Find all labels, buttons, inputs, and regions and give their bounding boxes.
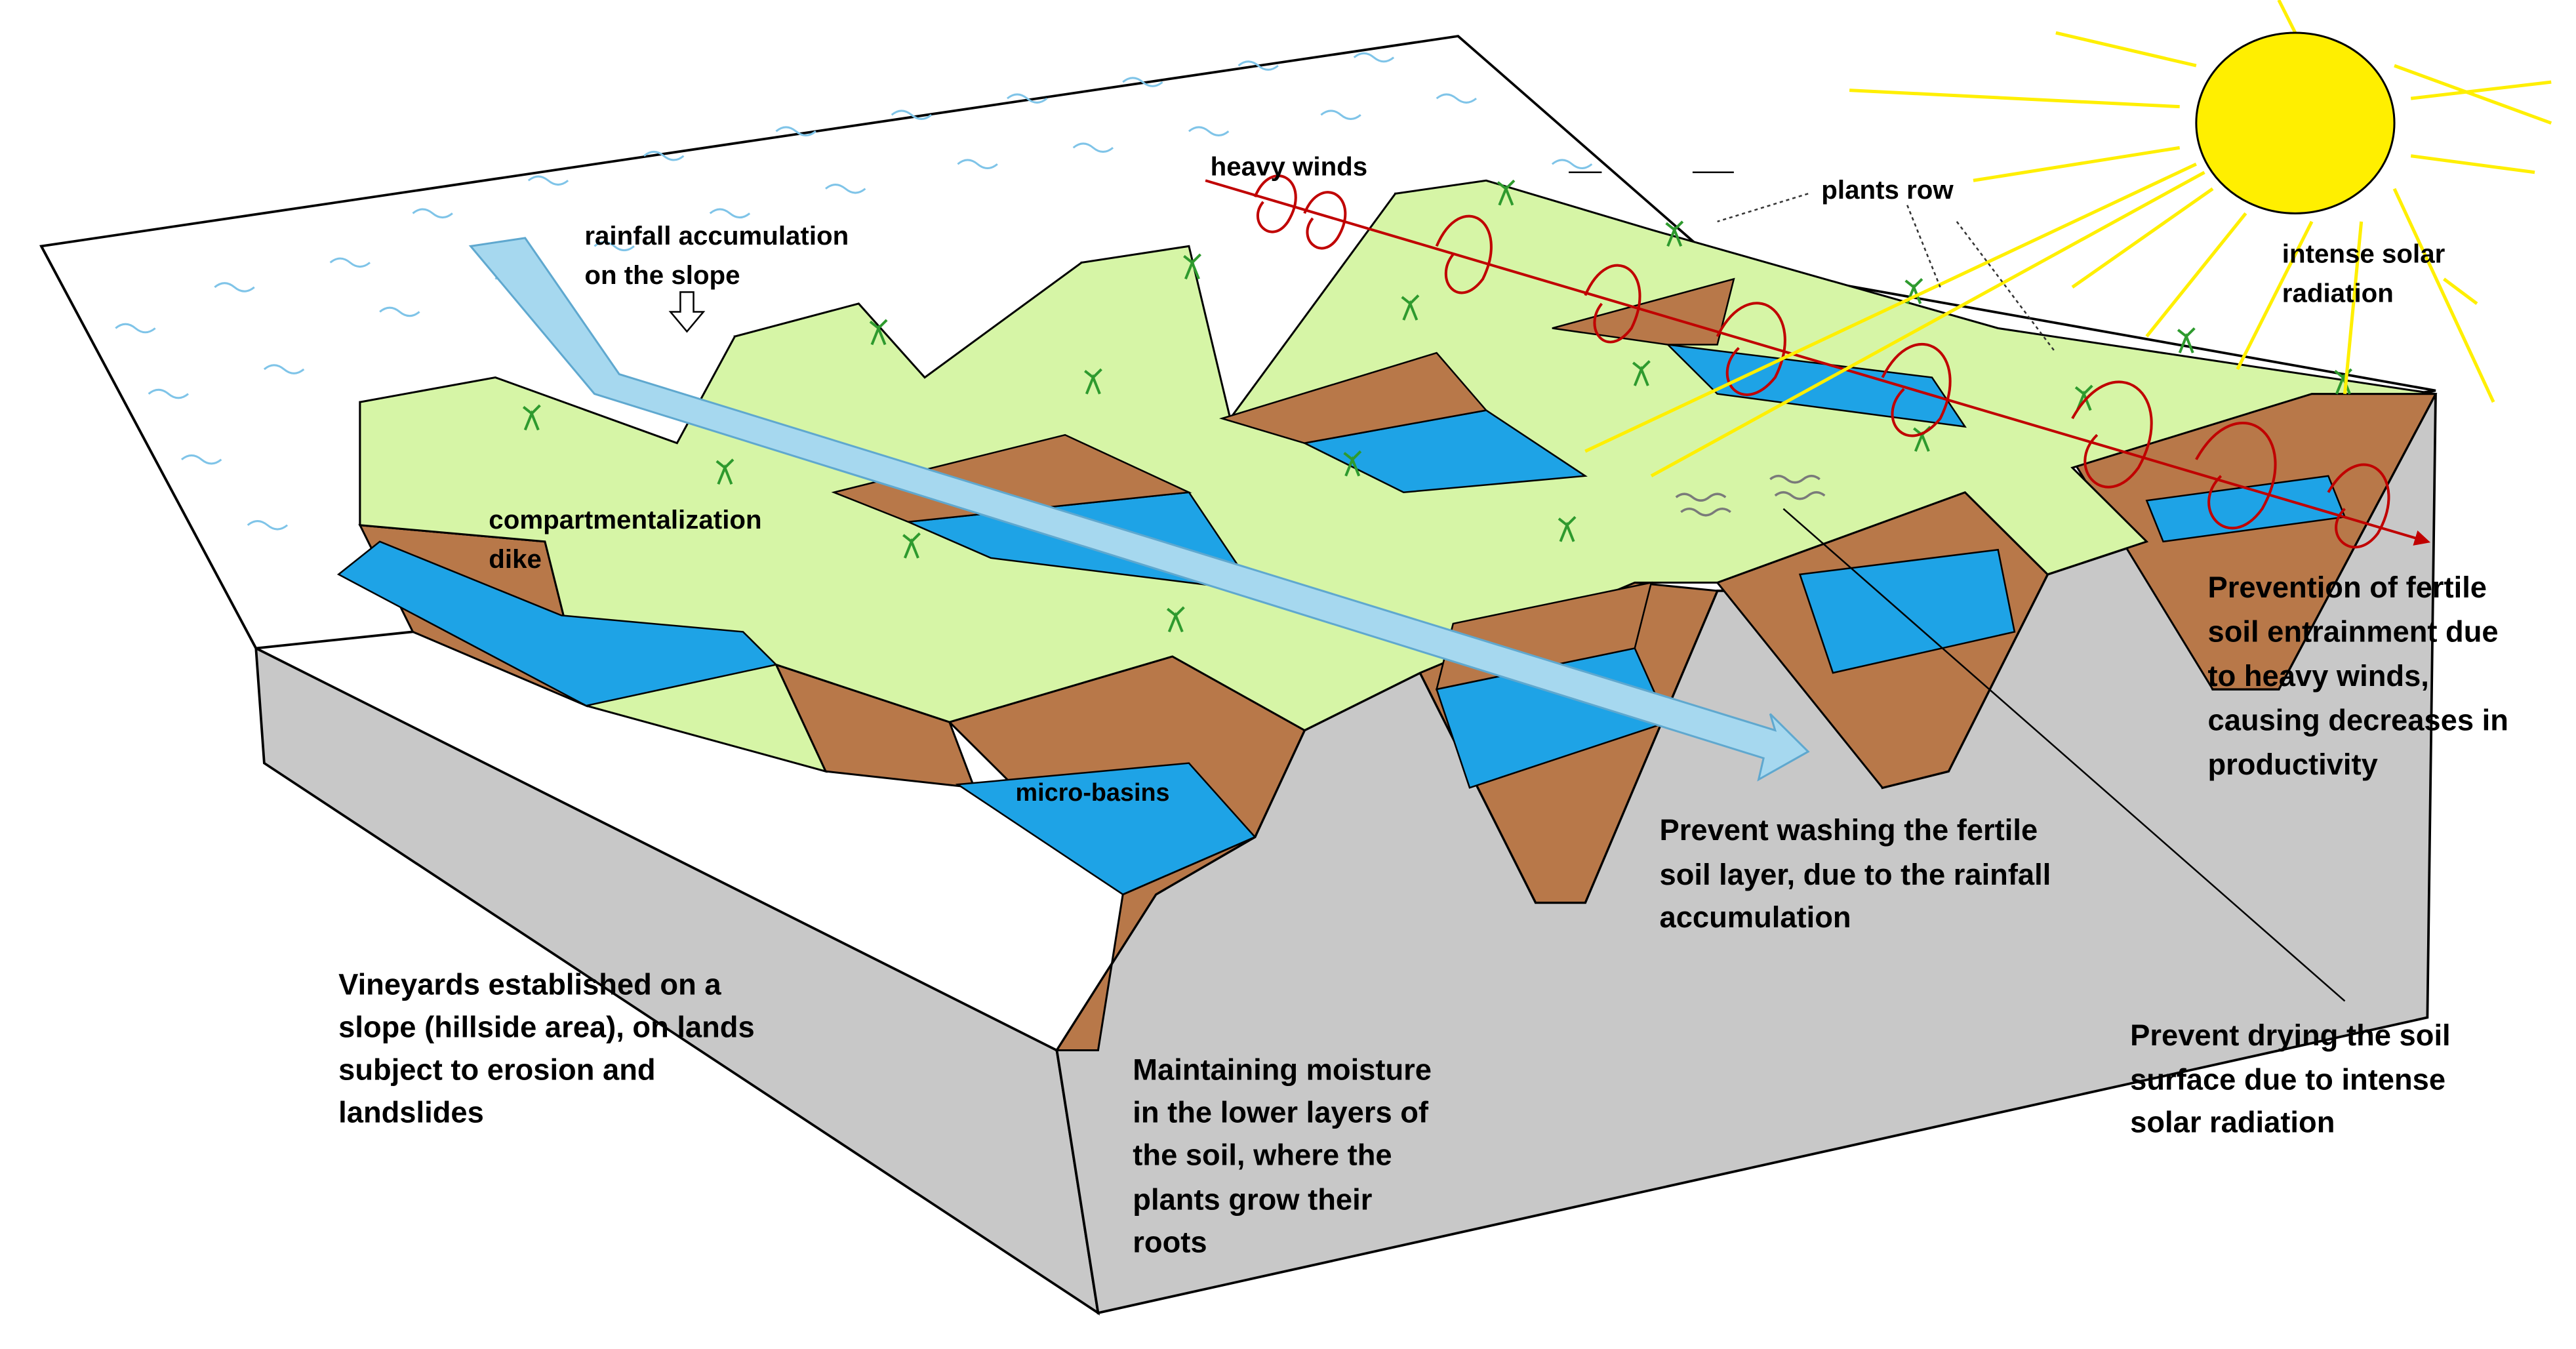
label-intense-solar: intense solar radiation xyxy=(2282,239,2453,308)
leader-lines xyxy=(1717,193,2057,353)
label-micro-basins: micro-basins xyxy=(1016,778,1170,806)
wind-spiral-icon xyxy=(1205,174,2431,549)
label-dike: compartmentalization dike xyxy=(489,505,769,574)
label-vineyards: Vineyards established on a slope (hillsi… xyxy=(338,968,763,1129)
label-heavy-winds: heavy winds xyxy=(1211,152,1368,182)
label-prevent-drying: Prevent drying the soil surface due to i… xyxy=(2130,1018,2459,1138)
sun-icon xyxy=(1584,0,2552,477)
rain-arrow-icon xyxy=(468,237,1810,782)
label-prevention-winds: Prevention of fertile soil entrainment d… xyxy=(2207,571,2516,781)
wave-icon xyxy=(1675,474,1826,517)
label-rainfall: rainfall accumulation on the slope xyxy=(584,221,856,290)
label-prevent-washing: Prevent washing the fertile soil layer, … xyxy=(1660,813,2059,933)
rain-wave-icon xyxy=(115,52,1593,531)
down-arrow-icon xyxy=(668,291,706,333)
label-moisture: Maintaining moisture in the lower layers… xyxy=(1133,1053,1439,1259)
label-plants-row: plants row xyxy=(1821,175,1954,205)
drying-leader-line xyxy=(1569,171,2346,1002)
